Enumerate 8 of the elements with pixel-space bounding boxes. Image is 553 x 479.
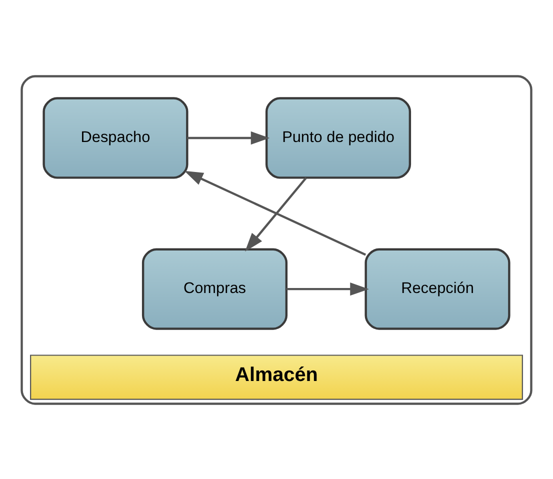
arrow [184, 170, 366, 256]
arrow [245, 176, 307, 251]
node-box: Compras [142, 248, 288, 330]
node-box: Recepción [364, 248, 510, 330]
arrow [286, 282, 369, 296]
node-box: Punto de pedido [265, 96, 412, 178]
arrow [187, 130, 270, 144]
node-box: Despacho [42, 96, 188, 178]
